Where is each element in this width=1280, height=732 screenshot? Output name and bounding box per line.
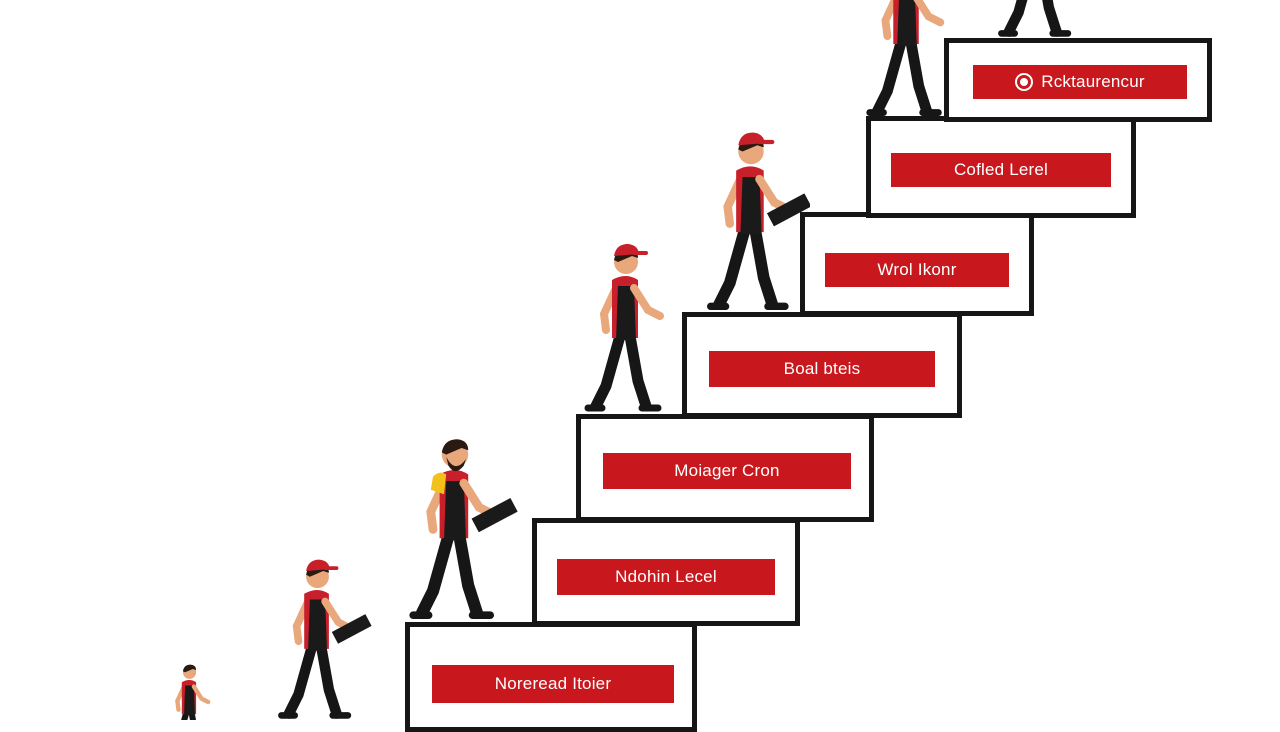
step-label-4: Boal bteis <box>709 351 935 387</box>
step-label-3: Moiager Cron <box>603 453 851 489</box>
worker-leg <box>872 36 907 116</box>
worker-figure-2 <box>278 559 372 719</box>
worker-arm <box>191 684 211 705</box>
worker-leg <box>283 641 318 719</box>
worker-apron <box>616 286 636 340</box>
restaurant-badge-icon <box>1015 73 1034 91</box>
step-label-text: Wrol Ikonr <box>877 260 957 279</box>
worker-apron <box>740 177 762 235</box>
worker-arm <box>913 0 945 27</box>
step-label-text: Rcktaurencur <box>1041 72 1145 91</box>
stair-step-4: Boal bteis <box>682 312 962 418</box>
step-label-text: Moiager Cron <box>674 461 780 480</box>
worker-figure-7 <box>998 0 1072 37</box>
worker-tray <box>471 497 518 533</box>
worker-sleeve <box>430 472 447 495</box>
stair-step-5: Wrol Ikonr <box>800 212 1034 316</box>
worker-tray <box>331 614 372 644</box>
worker-beard <box>446 456 466 472</box>
step-label-7: Rcktaurencur <box>973 65 1187 99</box>
worker-apron <box>308 599 327 651</box>
worker-figure-3 <box>409 439 518 620</box>
step-label-text: Cofled Lerel <box>953 160 1049 179</box>
step-label-5: Wrol Ikonr <box>825 253 1009 287</box>
worker-arm <box>630 284 664 320</box>
step-label-1: Noreread Itoier <box>432 665 674 703</box>
stair-step-2: Ndohin Lecel <box>532 518 800 626</box>
worker-leg <box>415 529 455 620</box>
worker-leg <box>453 529 484 620</box>
worker-arm <box>723 174 745 228</box>
step-label-text: Boal bteis <box>783 359 861 378</box>
worker-apron <box>444 481 466 541</box>
worker-leg <box>905 36 932 116</box>
worker-leg <box>624 330 652 412</box>
worker-figure-4 <box>584 244 664 412</box>
stair-step-7: Rcktaurencur <box>944 38 1212 122</box>
worker-hair <box>182 664 197 673</box>
stair-step-1: Noreread Itoier <box>405 622 697 732</box>
worker-leg <box>713 224 751 311</box>
worker-leg <box>590 330 626 412</box>
worker-leg <box>1042 0 1062 37</box>
step-label-6: Cofled Lerel <box>891 153 1111 187</box>
worker-leg <box>749 224 779 311</box>
step-label-2: Ndohin Lecel <box>557 559 775 595</box>
worker-figure-5 <box>707 132 810 311</box>
step-label-text: Ndohin Lecel <box>615 567 717 586</box>
step-label-text: Noreread Itoier <box>494 674 612 693</box>
worker-tray <box>766 193 810 227</box>
worker-apron <box>184 685 195 716</box>
worker-hair <box>441 439 469 455</box>
stair-step-6: Cofled Lerel <box>866 116 1136 218</box>
worker-figure-1 <box>175 664 211 720</box>
worker-figure-6 <box>866 0 945 116</box>
worker-leg <box>316 641 342 719</box>
worker-leg <box>1003 0 1028 37</box>
stair-step-3: Moiager Cron <box>576 414 874 522</box>
worker-apron <box>897 0 917 46</box>
